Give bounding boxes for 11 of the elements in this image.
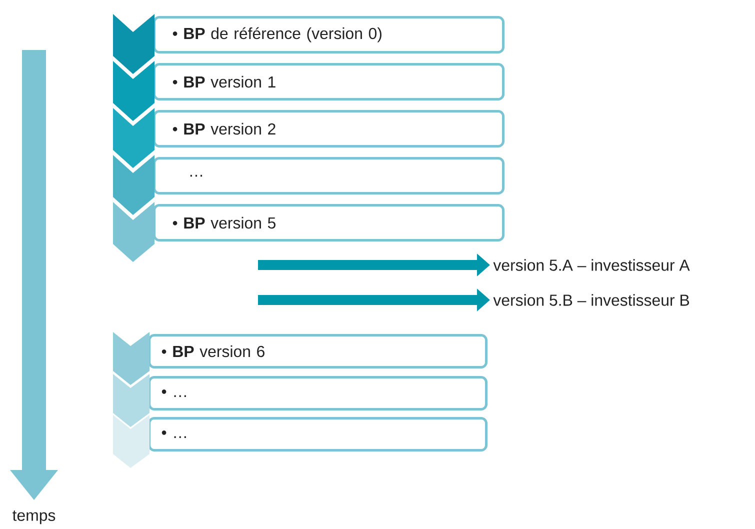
list-box: • BP version 6 bbox=[148, 334, 488, 368]
version-text: version 5.A – investisseur A bbox=[493, 259, 690, 271]
list-box: • BP version 5 bbox=[153, 204, 504, 242]
list-box: • BP version 1 bbox=[153, 63, 504, 100]
list-box: • BP de référence (version 0) bbox=[153, 16, 504, 54]
version-text: version 5.B – investisseur B bbox=[493, 294, 690, 306]
list-box: • … bbox=[148, 417, 488, 452]
list-box: • BP version 2 bbox=[153, 110, 504, 148]
axis-label: temps bbox=[12, 510, 56, 524]
list-box: • … bbox=[148, 376, 488, 410]
list-box: … bbox=[153, 157, 504, 194]
